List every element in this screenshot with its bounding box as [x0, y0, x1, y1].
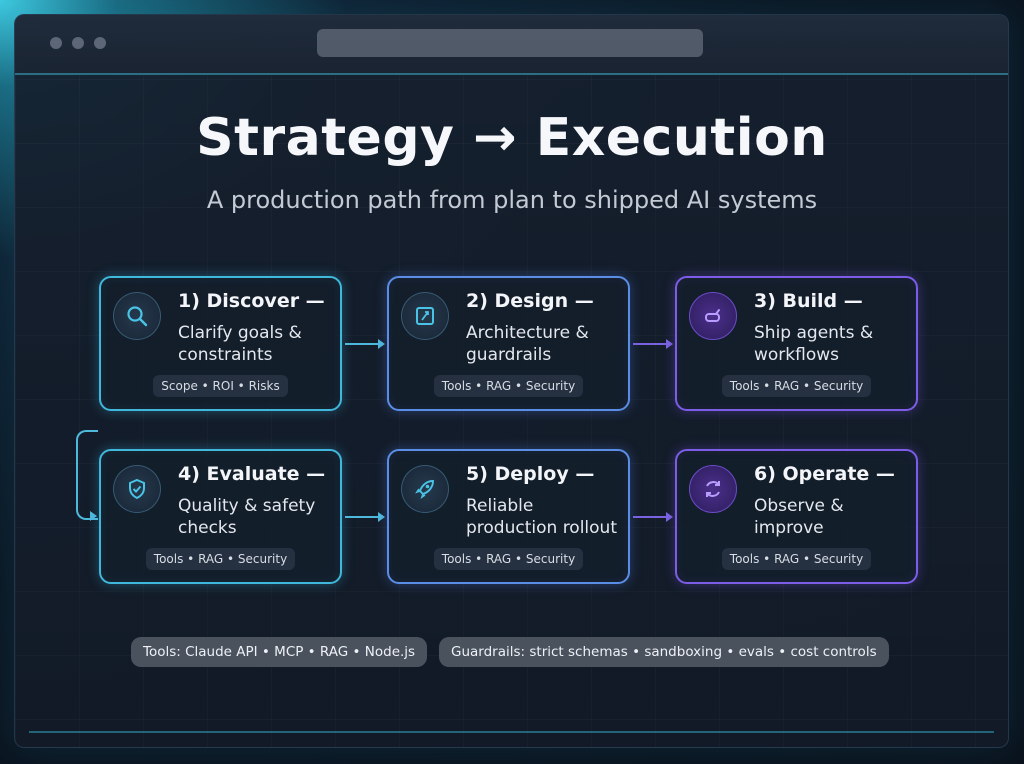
- loop-connector: [76, 430, 98, 520]
- window-control-dot[interactable]: [94, 37, 106, 49]
- step-tags: Tools • RAG • Security: [433, 548, 584, 570]
- step-card-operate[interactable]: 6) Operate — Observe & improve Tools • R…: [675, 449, 918, 584]
- window-titlebar: [15, 15, 1008, 75]
- loop-arrowhead: [90, 511, 97, 521]
- step-tags: Tools • RAG • Security: [145, 548, 296, 570]
- cycle-icon: [689, 465, 737, 513]
- window-control-dot[interactable]: [50, 37, 62, 49]
- page-subtitle: A production path from plan to shipped A…: [206, 186, 818, 214]
- step-description: Architecture & guardrails: [466, 323, 589, 365]
- step-title: 1) Discover —: [178, 290, 325, 312]
- step-title: 3) Build —: [754, 290, 863, 312]
- connector-arrow: [633, 339, 673, 349]
- step-card-build[interactable]: 3) Build — Ship agents & workflows Tools…: [675, 276, 918, 411]
- tools-pill: Tools: Claude API • MCP • RAG • Node.js: [131, 637, 428, 667]
- search-icon: [113, 292, 161, 340]
- step-card-deploy[interactable]: 5) Deploy — Reliable production rollout …: [387, 449, 630, 584]
- step-description: Observe & improve: [754, 496, 844, 538]
- step-title: 4) Evaluate —: [178, 463, 326, 485]
- guardrails-pill: Guardrails: strict schemas • sandboxing …: [439, 637, 889, 667]
- connector-arrow: [633, 512, 673, 522]
- connector-arrow: [345, 339, 385, 349]
- step-card-evaluate[interactable]: 4) Evaluate — Quality & safety checks To…: [99, 449, 342, 584]
- step-tags: Scope • ROI • Risks: [153, 375, 288, 397]
- step-tags: Tools • RAG • Security: [721, 548, 872, 570]
- step-description: Quality & safety checks: [178, 496, 316, 538]
- window-control-dot[interactable]: [72, 37, 84, 49]
- page-title: Strategy → Execution: [196, 108, 828, 168]
- step-tags: Tools • RAG • Security: [721, 375, 872, 397]
- divider: [29, 731, 994, 733]
- shield-check-icon: [113, 465, 161, 513]
- build-icon: [689, 292, 737, 340]
- step-title: 6) Operate —: [754, 463, 895, 485]
- step-tags: Tools • RAG • Security: [433, 375, 584, 397]
- blueprint-icon: [401, 292, 449, 340]
- step-title: 2) Design —: [466, 290, 594, 312]
- connector-arrow: [345, 512, 385, 522]
- step-description: Reliable production rollout: [466, 496, 617, 538]
- step-card-design[interactable]: 2) Design — Architecture & guardrails To…: [387, 276, 630, 411]
- step-description: Ship agents & workflows: [754, 323, 874, 365]
- rocket-icon: [401, 465, 449, 513]
- address-bar[interactable]: [317, 29, 703, 57]
- step-description: Clarify goals & constraints: [178, 323, 302, 365]
- step-card-discover[interactable]: 1) Discover — Clarify goals & constraint…: [99, 276, 342, 411]
- step-title: 5) Deploy —: [466, 463, 595, 485]
